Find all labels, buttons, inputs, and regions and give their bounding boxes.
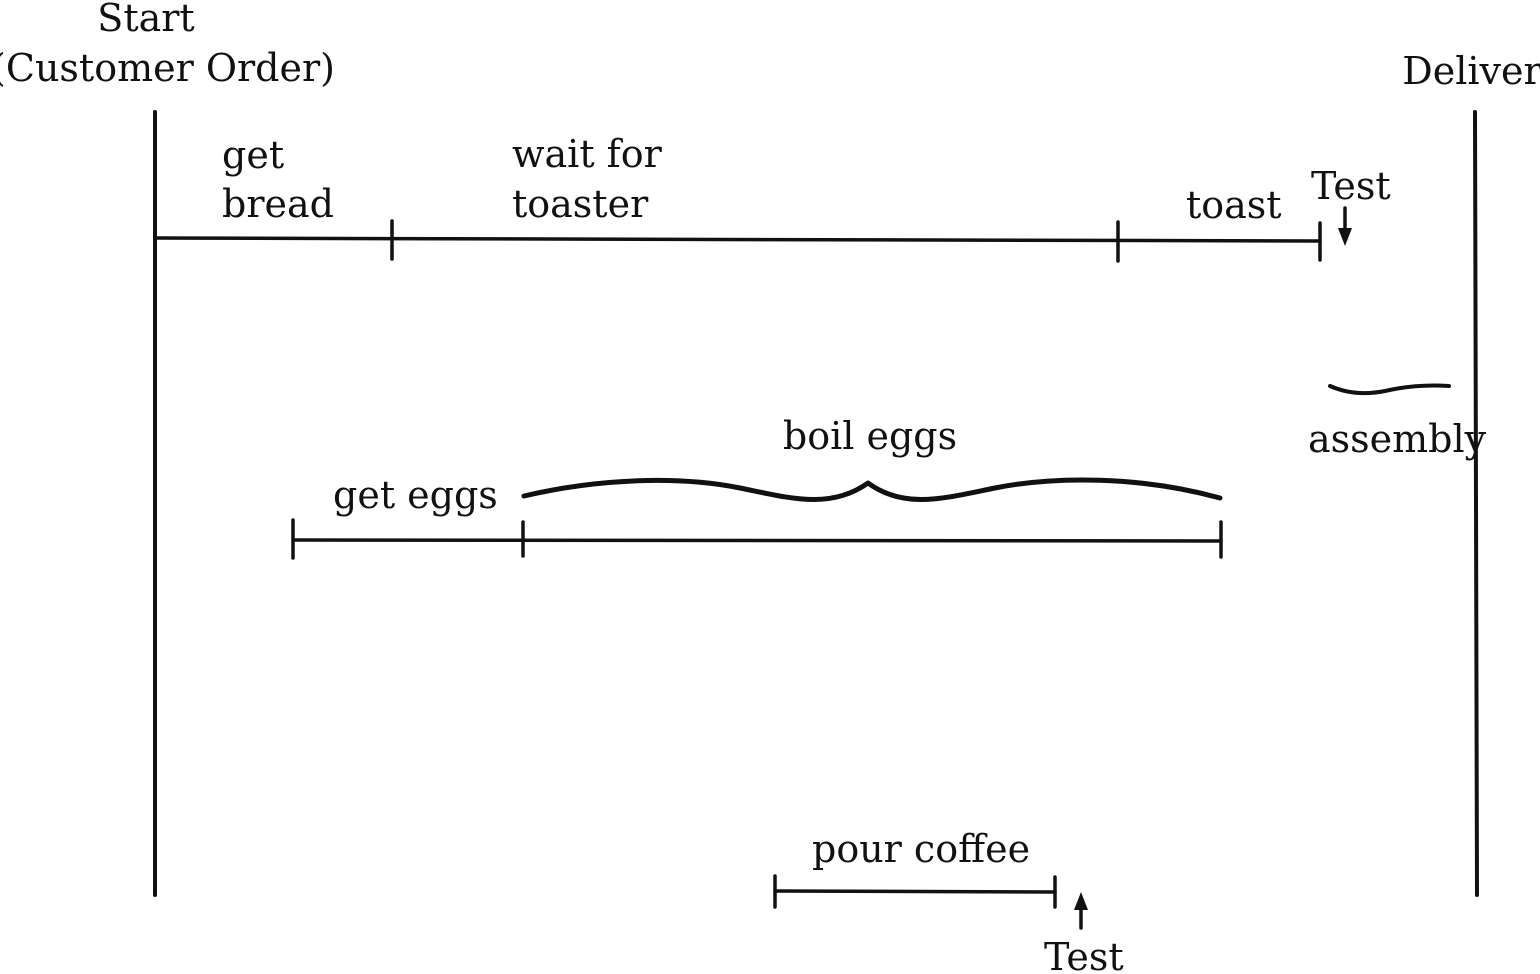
assembly-group: assembly [1308,383,1487,461]
deliver-label: Deliver [1402,49,1540,93]
coffee-test-label: Test [1044,935,1124,974]
down-arrow-icon [1338,206,1352,246]
assembly-brace-icon [1328,383,1451,396]
customer-order-label: (Customer Order) [0,46,335,90]
coffee-track-line [773,889,1057,894]
eggs-track-line [291,538,1223,543]
wait-for-label: wait for [512,132,663,176]
boil-eggs-brace-icon [521,477,1223,502]
boil-eggs-label: boil eggs [783,414,957,458]
get-bread-label-2: bread [222,182,334,226]
start-label: Start [97,0,194,40]
get-eggs-label: get eggs [333,473,498,517]
pour-coffee-label: pour coffee [812,827,1030,871]
eggs-track: boil eggs get eggs [291,414,1223,560]
toaster-label: toaster [512,182,649,226]
toast-track-line [153,236,1322,243]
coffee-track: pour coffee Test [773,827,1124,974]
toast-test-label: Test [1311,164,1391,208]
toast-track: get bread wait for toaster toast Test [153,132,1391,263]
deliver-boundary-line [1473,110,1479,897]
toast-label: toast [1186,183,1282,227]
get-bread-label-1: get [222,133,284,177]
up-arrow-icon [1074,892,1088,930]
assembly-label: assembly [1308,417,1487,461]
